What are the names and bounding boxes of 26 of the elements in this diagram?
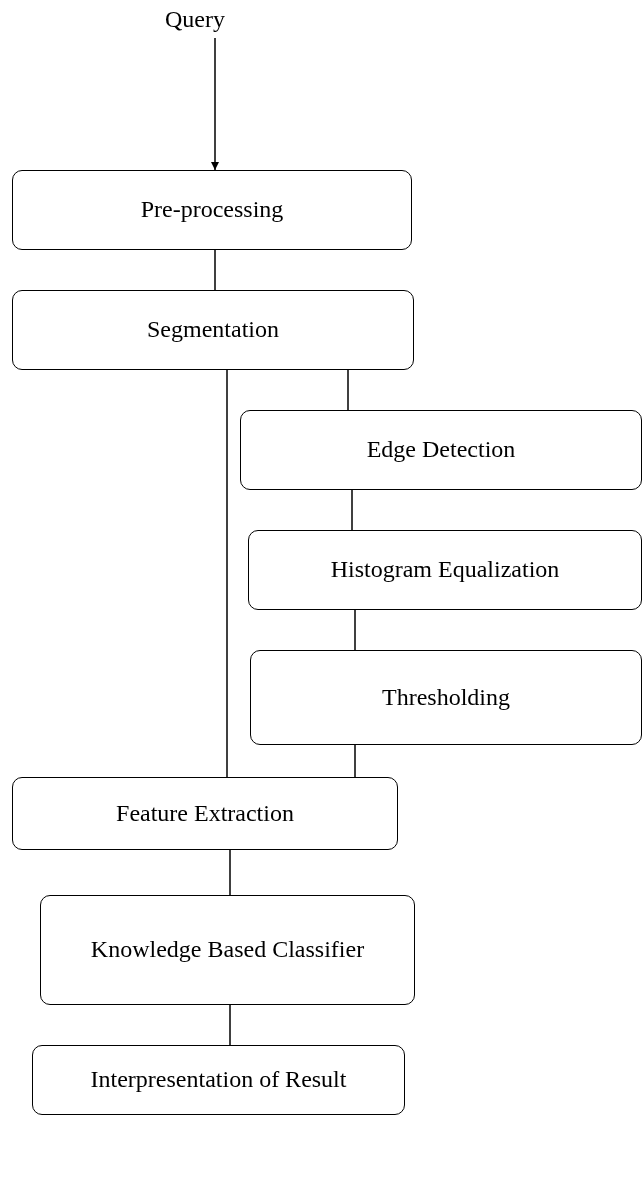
- input-label: Query: [165, 5, 225, 35]
- connector-line: [354, 744, 356, 778]
- connector-line: [226, 369, 228, 778]
- step-label: Pre-processing: [140, 195, 284, 225]
- step-label: Edge Detection: [366, 435, 516, 465]
- connector-line: [347, 369, 349, 411]
- process-box: [12, 170, 412, 250]
- step-label: Knowledge Based Classifier: [90, 935, 365, 965]
- process-box: [248, 530, 642, 610]
- arrow: [211, 37, 219, 171]
- process-box: [40, 895, 415, 1005]
- process-box: [12, 290, 414, 370]
- step-label: Segmentation: [147, 315, 279, 345]
- process-box: [12, 777, 398, 850]
- connector-line: [229, 849, 231, 896]
- step-label: Interpresentation of Result: [90, 1065, 347, 1095]
- connector-line: [229, 1004, 231, 1046]
- process-box: [32, 1045, 405, 1115]
- step-label: Feature Extraction: [116, 798, 294, 828]
- connector-line: [214, 249, 216, 291]
- connector-line: [354, 609, 356, 651]
- process-box: [250, 650, 642, 745]
- process-box: [240, 410, 642, 490]
- step-label: Thresholding: [382, 682, 510, 712]
- step-label: Histogram Equalization: [330, 555, 560, 585]
- connector-line: [351, 489, 353, 531]
